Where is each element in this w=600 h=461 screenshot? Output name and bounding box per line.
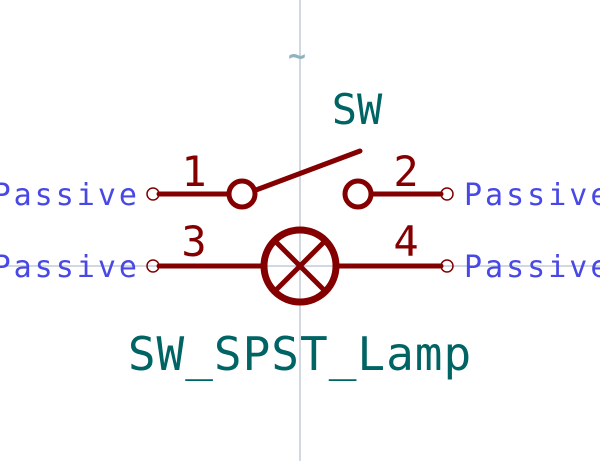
switch-body — [156, 148, 444, 210]
switch-lever — [253, 148, 363, 193]
pin-1-number: 1 — [181, 147, 206, 196]
pin-4-type: Passive — [464, 250, 600, 285]
switch-contact-right — [342, 178, 374, 210]
pin-4-endpoint[interactable] — [440, 259, 454, 273]
pin-2-number: 2 — [393, 147, 418, 196]
pin-3-endpoint[interactable] — [146, 259, 160, 273]
switch-contact-left — [226, 178, 258, 210]
pin-endpoints — [146, 187, 454, 273]
pin-4-number: 4 — [393, 217, 418, 266]
pin-1-endpoint[interactable] — [146, 187, 160, 201]
pin-3-number: 3 — [181, 217, 206, 266]
pin-2-endpoint[interactable] — [440, 187, 454, 201]
pin-2-type: Passive — [464, 178, 600, 213]
symbol-value: SW_SPST_Lamp — [128, 327, 472, 381]
reference-designator: SW — [332, 85, 383, 134]
pin-1-type: Passive — [0, 178, 140, 213]
unit-marker: ~ — [288, 39, 306, 74]
pin-3-type: Passive — [0, 250, 140, 285]
lamp-cross-b — [272, 238, 328, 294]
lamp-body — [156, 226, 444, 306]
